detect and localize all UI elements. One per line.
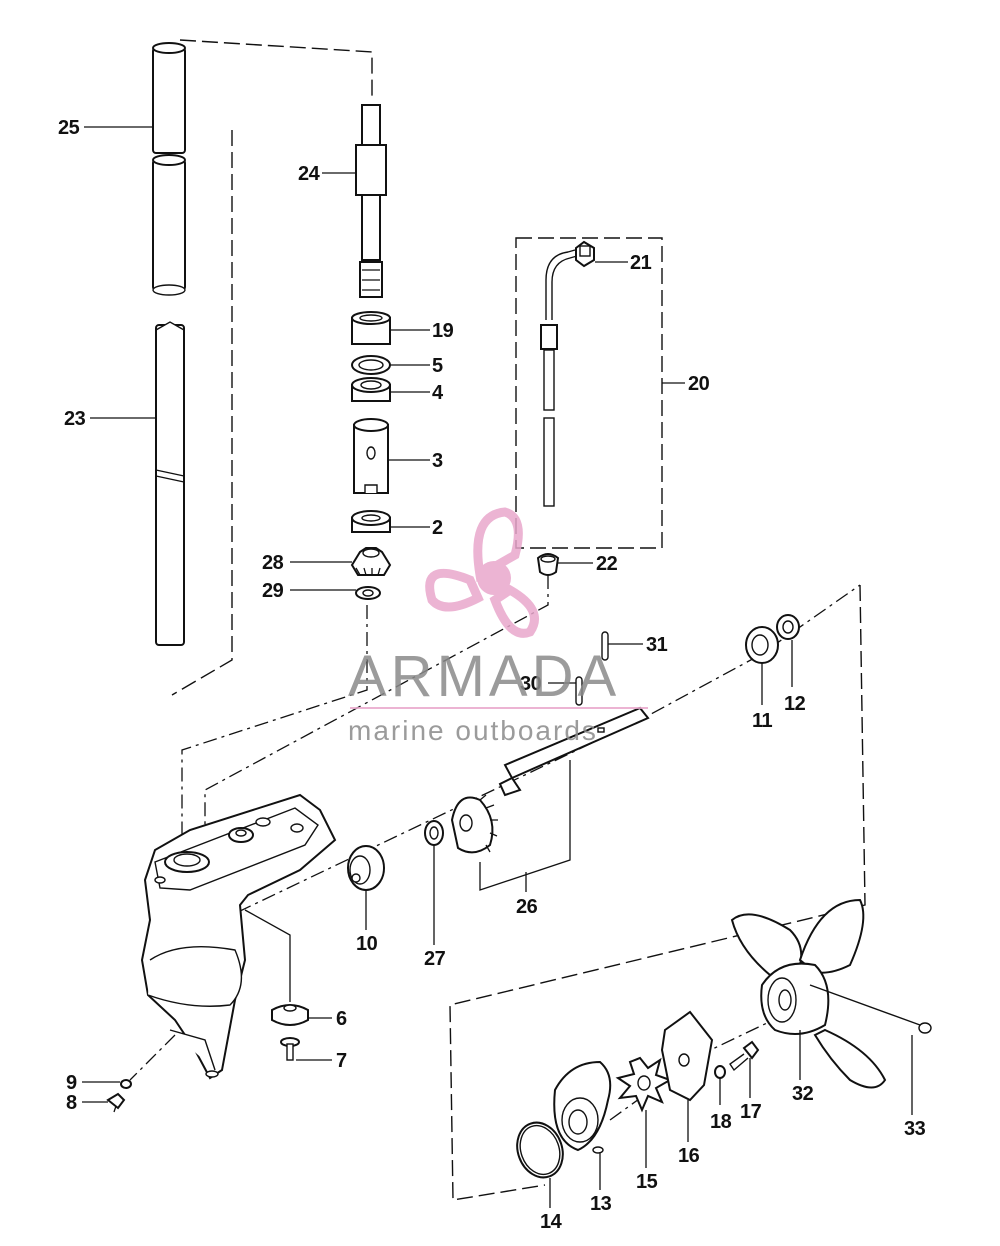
callout-32: 32	[792, 1083, 814, 1105]
callout-9: 9	[66, 1072, 77, 1094]
callout-3: 3	[432, 450, 443, 472]
washer-12	[776, 614, 800, 640]
callout-18: 18	[710, 1111, 732, 1133]
callout-33: 33	[904, 1118, 926, 1140]
plate-16	[660, 1010, 714, 1102]
ring-5	[351, 355, 391, 375]
bearing-4	[351, 377, 391, 402]
washer-18	[714, 1065, 726, 1079]
water-tube-assembly	[515, 237, 663, 576]
callout-10: 10	[356, 933, 378, 955]
pinion-gear	[350, 547, 392, 576]
bearing-11	[745, 626, 779, 664]
callout-30: 30	[520, 673, 542, 695]
callout-14: 14	[540, 1211, 563, 1233]
callout-5: 5	[432, 355, 443, 377]
o-ring-14	[516, 1121, 564, 1179]
callout-21: 21	[630, 252, 652, 274]
callout-16: 16	[678, 1145, 700, 1167]
armada-watermark: ARMADA marine outboards	[348, 507, 648, 746]
callout-22: 22	[596, 553, 618, 575]
callout-19: 19	[432, 320, 454, 342]
callout-25: 25	[58, 117, 80, 139]
callout-7: 7	[336, 1050, 347, 1072]
impeller-15	[615, 1056, 673, 1113]
pump-body-13	[553, 1060, 612, 1154]
bolt-17	[729, 1040, 760, 1072]
watermark-tagline: marine outboards	[348, 715, 598, 746]
propeller-shaft-gear	[450, 706, 650, 891]
shaft-pins	[575, 631, 609, 706]
callout-28: 28	[262, 552, 284, 574]
callout-13: 13	[590, 1193, 612, 1215]
callout-15: 15	[636, 1171, 658, 1193]
propeller-32	[730, 898, 887, 1089]
callout-26: 26	[516, 896, 538, 918]
small-hardware	[106, 1004, 309, 1113]
callout-4: 4	[432, 382, 444, 404]
callout-2: 2	[432, 517, 443, 539]
sleeve-3	[353, 418, 389, 494]
gear-housing	[140, 793, 337, 1080]
watermark-brand: ARMADA	[348, 644, 620, 709]
leader-lines	[82, 126, 913, 1208]
callout-31: 31	[646, 634, 668, 656]
callout-23: 23	[64, 408, 86, 430]
propeller-logo-icon	[425, 507, 539, 638]
callout-8: 8	[66, 1092, 77, 1114]
callout-17: 17	[740, 1101, 762, 1123]
bushing-19	[351, 311, 391, 345]
callout-24: 24	[298, 163, 321, 185]
callout-labels: 25 24 23 21 19 5 4 20 3 2 28 22 29 31 30…	[58, 117, 926, 1233]
drive-shaft-tube-upper	[152, 42, 186, 296]
nut-29	[355, 586, 381, 600]
drive-shaft	[355, 104, 387, 298]
bearing-2	[351, 510, 391, 533]
washer-27	[424, 820, 444, 846]
callout-27: 27	[424, 948, 446, 970]
callout-29: 29	[262, 580, 284, 602]
callout-12: 12	[784, 693, 806, 715]
drive-shaft-tube-lower	[155, 321, 185, 646]
cotter-pin-33	[809, 984, 932, 1034]
callout-11: 11	[752, 710, 773, 732]
assembly-guide-lines	[129, 39, 866, 1201]
callout-20: 20	[688, 373, 710, 395]
bearing-10	[347, 845, 385, 891]
callout-6: 6	[336, 1008, 347, 1030]
